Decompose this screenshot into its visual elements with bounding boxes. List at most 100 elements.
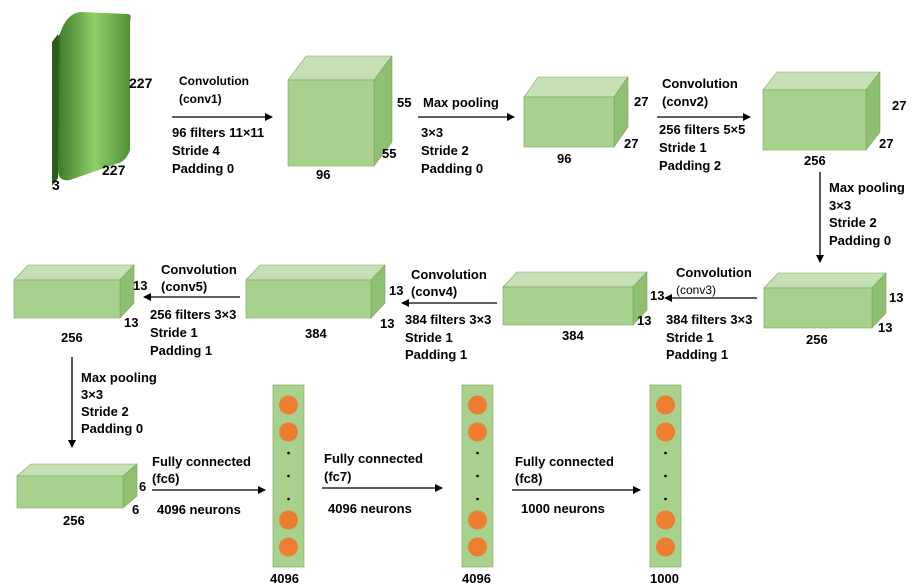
- conv4-name: (conv4): [411, 284, 458, 299]
- conv1-name: (conv1): [179, 92, 222, 106]
- conv3-padding: Padding 1: [666, 347, 729, 362]
- ellipsis-dot: [664, 474, 667, 478]
- fc6-title: Fully connected: [152, 454, 251, 469]
- conv5-name: (conv5): [161, 279, 208, 294]
- conv3-name: (conv3): [676, 283, 717, 297]
- fc7-title: Fully connected: [324, 451, 423, 466]
- pool3-title: Max pooling: [81, 370, 157, 385]
- fc8-neuron-column: [649, 384, 682, 568]
- block2-width-label: 27: [624, 136, 639, 151]
- block6-volume-front-face: [245, 279, 372, 319]
- block4-volume-front-face: [763, 287, 873, 329]
- neuron: [468, 422, 487, 442]
- pool2-title: Max pooling: [829, 180, 905, 195]
- conv5-padding: Padding 1: [150, 343, 213, 358]
- ellipsis-dot: [287, 474, 290, 478]
- block4-height-label: 13: [889, 290, 904, 305]
- neuron: [468, 510, 487, 530]
- block7-volume: [13, 264, 135, 319]
- block1-width-label: 55: [382, 146, 397, 161]
- pool3-stride: Stride 2: [81, 404, 129, 419]
- fc6-neurons: 4096 neurons: [157, 502, 241, 517]
- pool1-size: 3×3: [421, 125, 444, 140]
- neuron: [279, 422, 298, 442]
- conv4-stride: Stride 1: [405, 330, 453, 345]
- block2-volume-top-face: [523, 76, 629, 98]
- neuron: [656, 395, 675, 415]
- block4-width-label: 13: [878, 320, 893, 335]
- neuron: [656, 510, 675, 530]
- conv2-name: (conv2): [662, 94, 709, 109]
- block1-height-label: 55: [397, 95, 412, 110]
- fc7-neuron-column: [461, 384, 494, 568]
- neuron: [656, 537, 675, 557]
- block6-channel-label: 384: [305, 326, 327, 341]
- neuron: [656, 422, 675, 442]
- ellipsis-dot: [476, 451, 479, 455]
- block8-volume-front-face: [16, 475, 124, 509]
- block5-channel-label: 384: [562, 328, 584, 343]
- ellipsis-dot: [476, 497, 479, 501]
- block6-height-label: 13: [389, 283, 404, 298]
- input-channel-label: 3: [52, 177, 60, 193]
- neuron: [279, 510, 298, 530]
- block3-channel-label: 256: [804, 153, 826, 168]
- fc6-count: 4096: [270, 571, 299, 586]
- input-height-label: 227: [129, 75, 153, 91]
- pool3-size: 3×3: [81, 387, 104, 402]
- block4-volume: [763, 272, 887, 329]
- block5-width-label: 13: [637, 313, 652, 328]
- conv2-filters: 256 filters 5×5: [659, 122, 746, 137]
- pool2-padding: Padding 0: [829, 233, 892, 248]
- fc6-name: (fc6): [152, 471, 180, 486]
- conv1-title: Convolution: [179, 74, 249, 88]
- neuron: [468, 395, 487, 415]
- block2-height-label: 27: [634, 94, 649, 109]
- block7-volume-front-face: [13, 279, 121, 319]
- block1-channel-label: 96: [316, 167, 331, 182]
- fc6-neuron-column: [272, 384, 305, 568]
- conv2-title: Convolution: [662, 76, 738, 91]
- pool1-stride: Stride 2: [421, 143, 469, 158]
- conv4-filters: 384 filters 3×3: [405, 312, 492, 327]
- conv3-stride: Stride 1: [666, 330, 714, 345]
- ellipsis-dot: [287, 451, 290, 455]
- conv5-title: Convolution: [161, 262, 237, 277]
- ellipsis-dot: [287, 497, 290, 501]
- block3-volume-front-face: [762, 89, 867, 151]
- block6-volume-top-face: [245, 264, 386, 281]
- conv3-title: Convolution: [676, 265, 752, 280]
- conv5-filters: 256 filters 3×3: [150, 307, 237, 322]
- block1-volume: [287, 55, 393, 167]
- ellipsis-dot: [664, 497, 667, 501]
- block5-volume: [502, 271, 648, 326]
- block3-height-label: 27: [892, 98, 907, 113]
- block5-volume-top-face: [502, 271, 648, 288]
- conv2-padding: Padding 2: [659, 158, 722, 173]
- fc7-name: (fc7): [324, 469, 352, 484]
- pool2-size: 3×3: [829, 198, 852, 213]
- pool1-padding: Padding 0: [421, 161, 484, 176]
- conv1-padding: Padding 0: [172, 161, 235, 176]
- block8-volume-top-face: [16, 463, 138, 477]
- neuron: [279, 395, 298, 415]
- conv3-filters: 384 filters 3×3: [666, 312, 753, 327]
- block3-volume-top-face: [762, 71, 881, 91]
- fc7-neurons: 4096 neurons: [328, 501, 412, 516]
- block6-volume: [245, 264, 386, 319]
- block3-volume: [762, 71, 881, 151]
- fc8-neurons: 1000 neurons: [521, 501, 605, 516]
- fc8-count: 1000: [650, 571, 679, 586]
- fc8-title: Fully connected: [515, 454, 614, 469]
- block2-channel-label: 96: [557, 151, 572, 166]
- block4-channel-label: 256: [806, 332, 828, 347]
- neuron: [279, 537, 298, 557]
- pool2-stride: Stride 2: [829, 215, 877, 230]
- conv2-stride: Stride 1: [659, 140, 707, 155]
- conv4-padding: Padding 1: [405, 347, 468, 362]
- block5-volume-front-face: [502, 286, 634, 326]
- block4-volume-top-face: [763, 272, 887, 289]
- pool1-title: Max pooling: [423, 95, 499, 110]
